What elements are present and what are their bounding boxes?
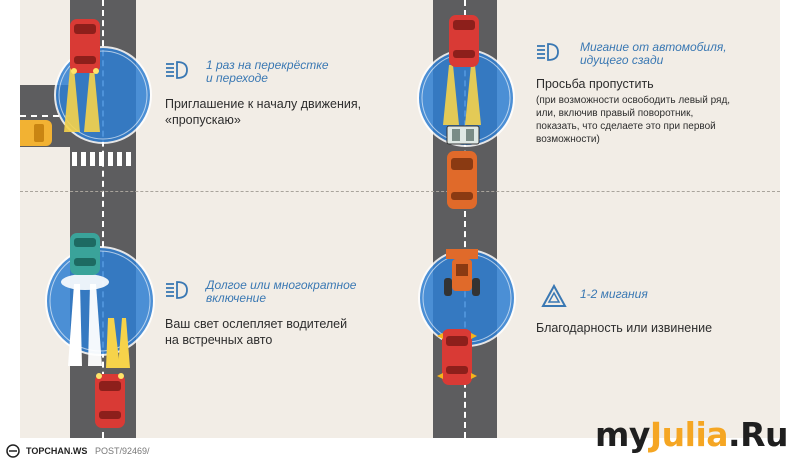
heading-top-left: 1 раз на перекрёстке и переходе — [206, 58, 329, 85]
body-bottom-left: Ваш свет ослепляет водителей на встречны… — [165, 317, 348, 347]
body-top-left: Приглашение к началу движения, «пропуска… — [165, 97, 362, 127]
red-car — [449, 15, 479, 67]
cross-road-lane — [20, 115, 70, 117]
detail-top-right: (при возможности освободить левый ряд, и… — [536, 95, 731, 145]
body-bottom-right: Благодарность или извинение — [536, 321, 713, 335]
footer-path[interactable]: POST/92469/ — [95, 446, 150, 456]
high-beam — [61, 274, 130, 368]
footer-site[interactable]: TOPCHAN.WS — [26, 446, 88, 456]
watermark-logo: myJulia.Ru — [594, 415, 789, 454]
headlight-icon — [537, 43, 559, 61]
hazard-triangle-icon — [541, 283, 567, 307]
body-top-right: Просьба пропустить — [536, 77, 654, 91]
heading-bottom-left: Долгое или многократное включение — [206, 278, 357, 305]
yellow-taxi — [20, 120, 52, 146]
headlight-icon — [166, 61, 188, 79]
red-car — [95, 373, 125, 428]
heading-top-right: Мигание от автомобиля, идущего сзади — [580, 40, 727, 67]
teal-car — [70, 233, 100, 275]
headlight-beam — [443, 65, 481, 125]
truck-cab — [446, 125, 480, 145]
site-logo-icon — [6, 444, 20, 458]
heading-bottom-right: 1-2 мигания — [580, 287, 648, 301]
orange-car — [447, 151, 477, 209]
headlight-icon — [166, 281, 188, 299]
infographic-panel: 1 раз на перекрёстке и переходе Приглаше… — [20, 0, 780, 438]
zebra-crossing — [72, 152, 131, 166]
section-divider — [20, 191, 780, 192]
headlight-beam — [64, 68, 100, 132]
red-car — [437, 329, 477, 385]
red-car — [70, 19, 100, 74]
orange-tractor — [444, 249, 480, 296]
